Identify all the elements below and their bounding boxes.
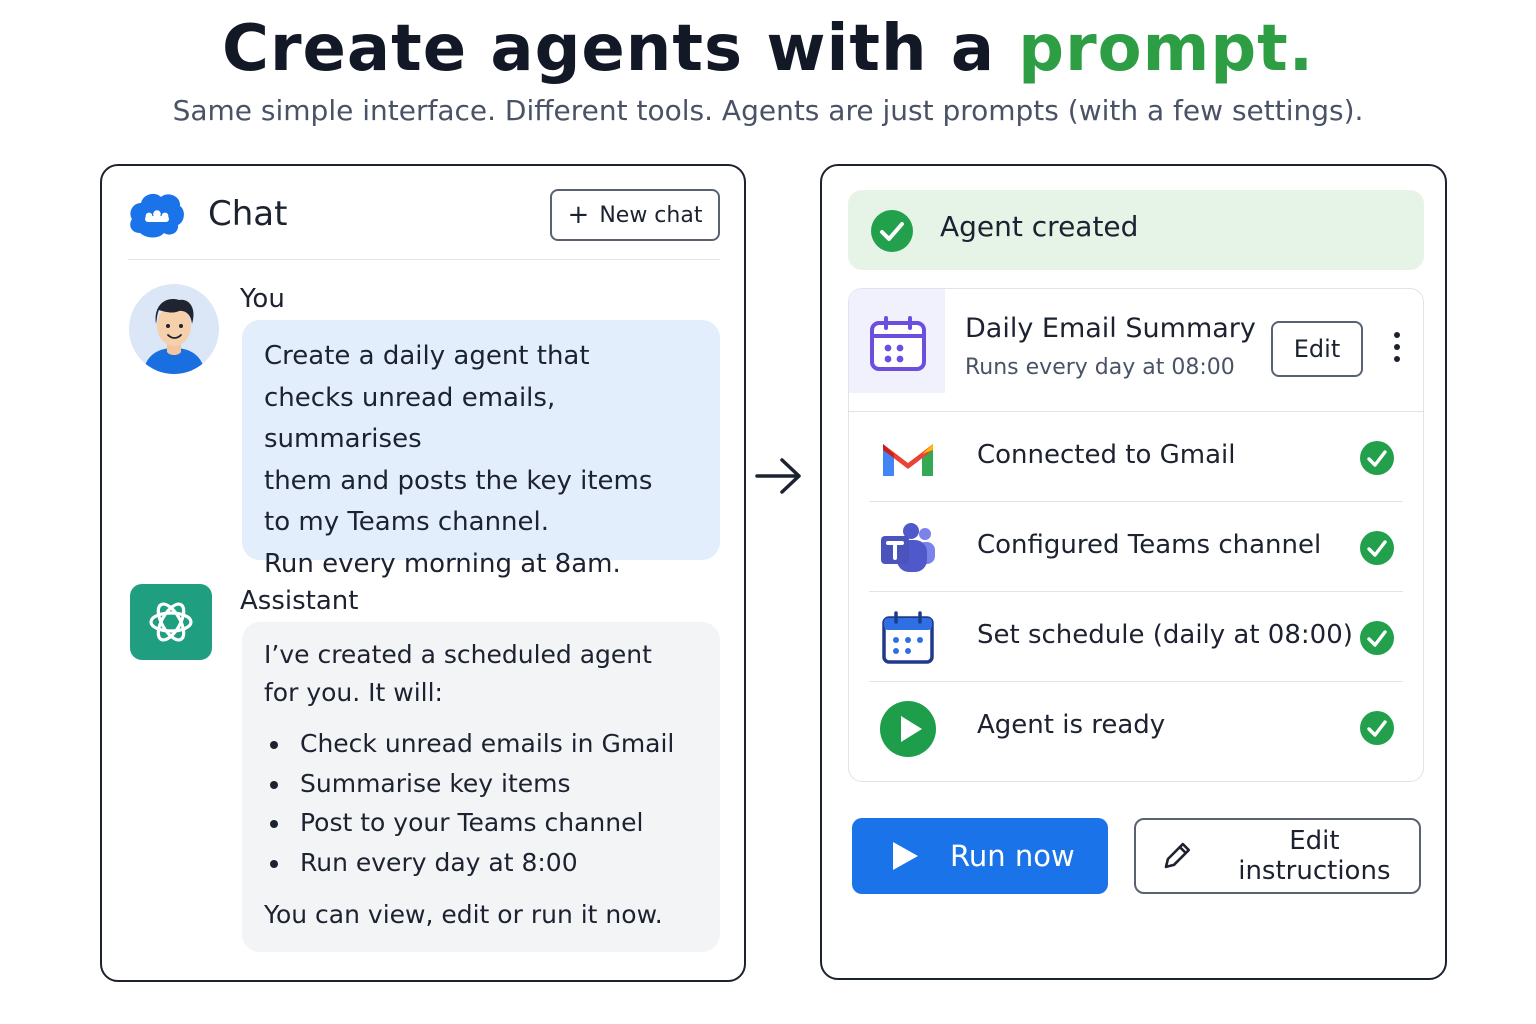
user-message-line: checks unread emails, summarises (264, 382, 556, 455)
user-message-line: them and posts the key items (264, 465, 653, 496)
chat-logo-icon (130, 193, 184, 238)
list-item: Run every day at 8:00 (264, 843, 698, 883)
new-chat-button[interactable]: + New chat (550, 189, 720, 241)
assistant-avatar (130, 584, 212, 660)
list-item: Summarise key items (264, 764, 698, 804)
user-message-line: to my Teams channel. (264, 507, 550, 537)
list-item: Post to your Teams channel (264, 803, 698, 843)
check-circle-icon (1360, 531, 1394, 565)
page-title-accent: prompt. (1018, 12, 1315, 86)
step-label: Configured Teams channel (977, 530, 1322, 560)
user-sender-label: You (240, 284, 285, 314)
play-icon (893, 842, 918, 870)
more-options-icon[interactable] (1389, 329, 1405, 371)
step-label: Agent is ready (977, 710, 1166, 740)
run-now-label: Run now (950, 839, 1075, 873)
user-message-line: Run every morning at 8am. (264, 548, 621, 579)
page-subtitle: Same simple interface. Different tools. … (172, 94, 1364, 127)
run-now-button[interactable]: Run now (852, 818, 1108, 894)
edit-agent-button[interactable]: Edit (1271, 321, 1363, 377)
check-circle-icon (1360, 441, 1394, 475)
agent-created-banner: Agent created (848, 190, 1424, 270)
agent-name: Daily Email Summary (965, 313, 1256, 344)
check-circle-icon (871, 210, 913, 252)
assistant-intro-line: I’ve created a scheduled agent (264, 640, 652, 669)
plus-icon: + (567, 200, 590, 230)
assistant-message-bubble: I’ve created a scheduled agent for you. … (242, 622, 720, 952)
list-item: Check unread emails in Gmail (264, 724, 698, 764)
new-chat-label: New chat (599, 202, 703, 228)
assistant-outro: You can view, edit or run it now. (264, 900, 663, 929)
gmail-icon (883, 444, 933, 476)
step-ready: Agent is ready (869, 682, 1403, 772)
agent-schedule: Runs every day at 08:00 (965, 355, 1235, 380)
page-title-main: Create agents with a (221, 12, 995, 86)
chat-header: Chat + New chat (128, 186, 720, 260)
user-message-bubble: Create a daily agent that checks unread … (242, 320, 720, 579)
step-schedule: Set schedule (daily at 08:00) (869, 592, 1403, 682)
calendar-icon (882, 611, 934, 664)
step-teams: Configured Teams channel (869, 502, 1403, 592)
setup-steps: Connected to Gmail Configured Teams chan… (849, 411, 1423, 781)
user-avatar-icon (143, 299, 205, 374)
edit-instructions-label: Edit instructions (1238, 826, 1391, 886)
assistant-logo-icon (149, 602, 193, 642)
step-label: Connected to Gmail (977, 440, 1236, 470)
teams-icon (881, 523, 935, 572)
assistant-intro-line: for you. It will: (264, 678, 443, 707)
agent-icon-tile (849, 289, 945, 393)
check-circle-icon (1360, 621, 1394, 655)
chat-panel: Chat + New chat You Create a daily agent… (100, 164, 746, 982)
play-circle-icon (880, 701, 936, 757)
check-circle-icon (1360, 711, 1394, 745)
pencil-icon (1164, 842, 1191, 869)
edit-instructions-button[interactable]: Edit instructions (1134, 818, 1421, 894)
step-label: Set schedule (daily at 08:00) (977, 620, 1353, 650)
agent-card: Daily Email Summary Runs every day at 08… (848, 288, 1424, 782)
calendar-icon (870, 316, 926, 371)
agent-panel: Agent created Daily Email Summary Runs e… (820, 164, 1447, 980)
user-message-line: Create a daily agent that (264, 341, 590, 371)
agent-created-label: Agent created (940, 210, 1139, 243)
user-avatar (129, 284, 219, 374)
assistant-bullet-list: Check unread emails in Gmail Summarise k… (264, 724, 698, 882)
arrow-right-icon (755, 458, 801, 494)
chat-title: Chat (208, 194, 288, 234)
page-title: Create agents with a prompt. (0, 12, 1536, 86)
step-gmail: Connected to Gmail (869, 412, 1403, 502)
assistant-sender-label: Assistant (240, 586, 359, 616)
